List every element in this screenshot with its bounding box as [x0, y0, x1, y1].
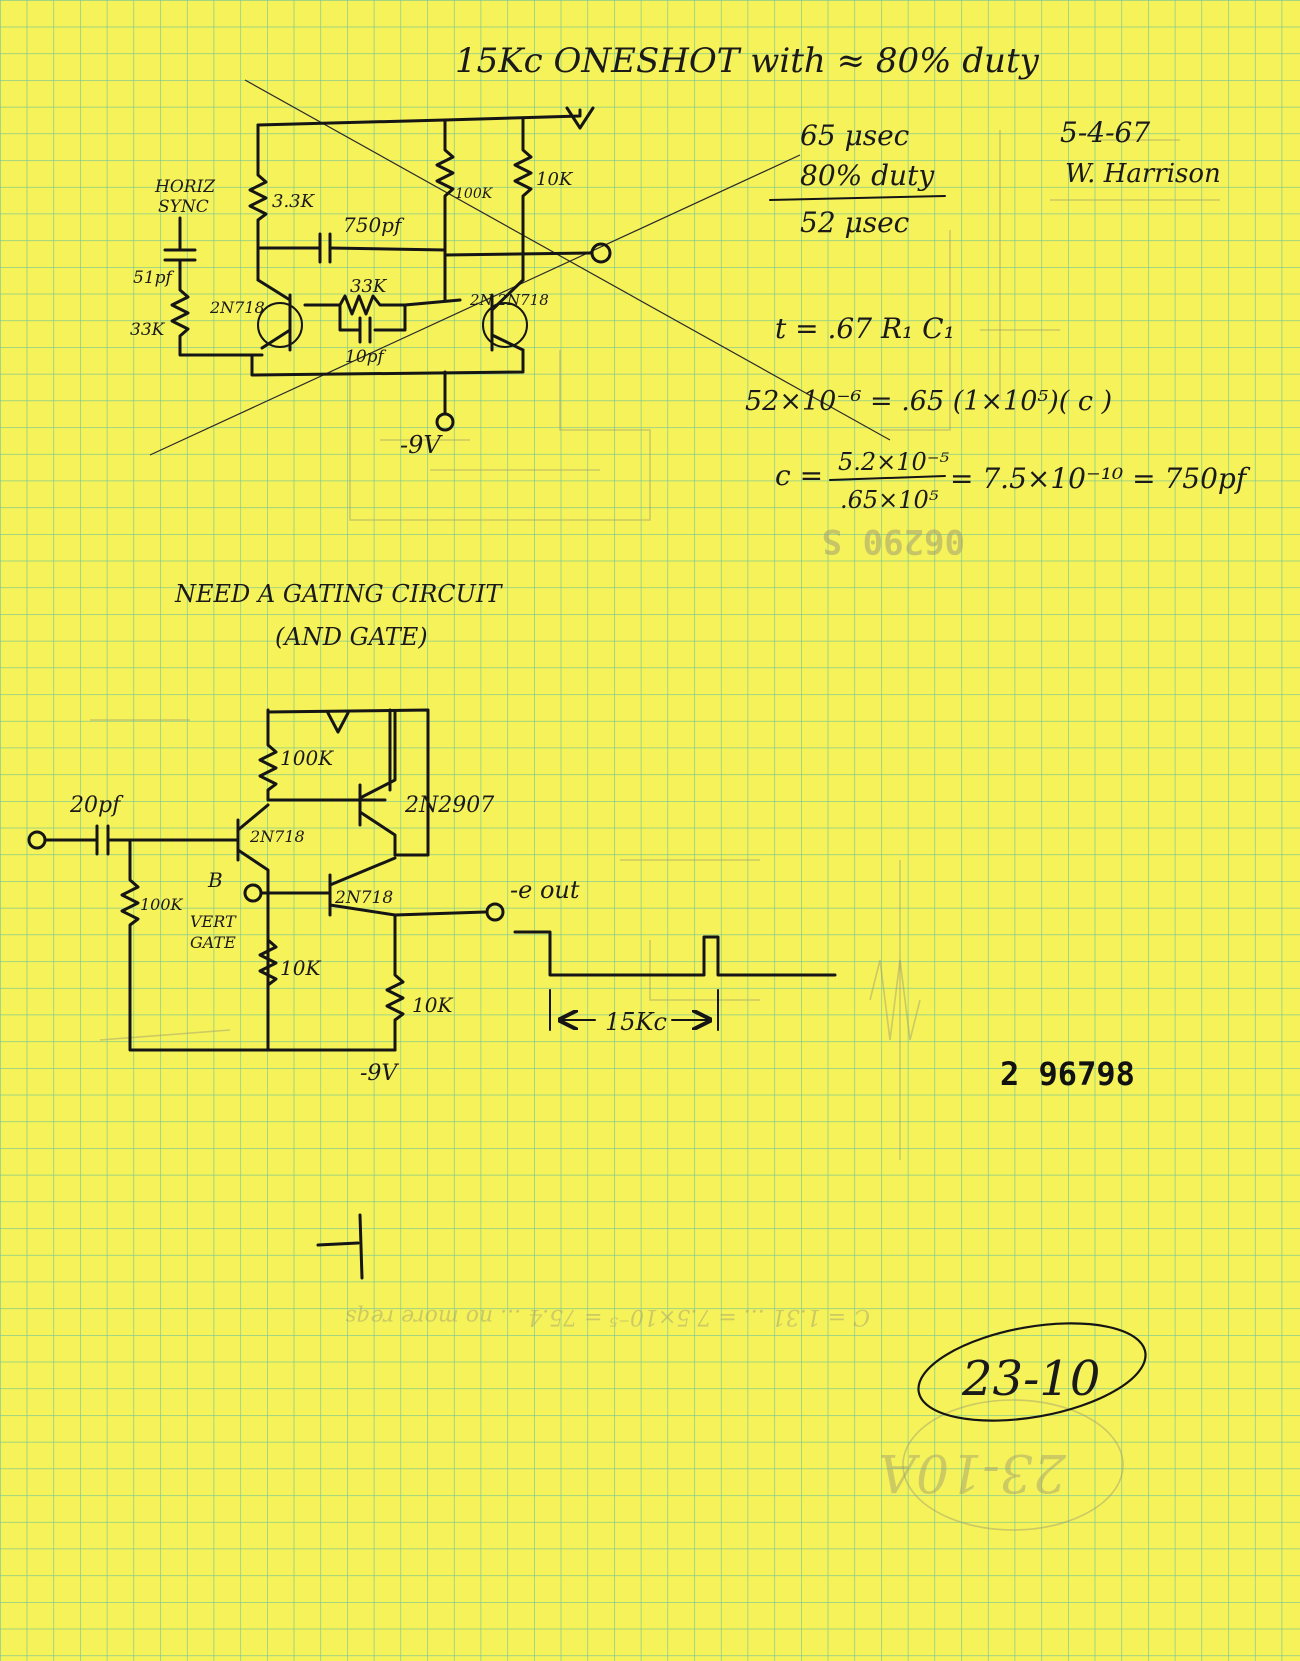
one-shot-labels: HORIZ SYNC 51pf 33K 3.3K 750pf 100K 10K …: [130, 169, 574, 459]
label-r2: 100K: [455, 186, 494, 202]
label-gate: GATE: [190, 933, 236, 952]
calc-substitution: 52×10⁻⁶ = .65 (1×10⁵)( c ): [745, 386, 1112, 417]
label-output: -e out: [510, 876, 580, 904]
calc-c-result: = 7.5×10⁻¹⁰ = 750pf: [950, 462, 1251, 495]
gate-note-line1: NEED A GATING CIRCUIT: [174, 580, 503, 608]
calc-period: 65 μsec: [800, 119, 910, 152]
label-r4-2: 10K: [412, 993, 453, 1017]
label-c-in: 51pf: [133, 268, 175, 288]
reverse-side-bleed: 23-10A C = 1.31 ... = 7.5×10⁻⁵ = 75.4 ..…: [90, 130, 1220, 1531]
and-gate-schematic: [27, 708, 505, 1052]
calc-c-label: c =: [775, 459, 823, 492]
label-q2-2: 2N2907: [404, 793, 494, 818]
timing-calculation: 65 μsec 80% duty 52 μsec t = .67 R₁ C₁ 5…: [745, 119, 1251, 514]
label-r1: 3.3K: [272, 191, 316, 212]
label-r3-2: 10K: [280, 956, 321, 980]
circled-page-id: 23-10: [961, 1351, 1100, 1407]
stray-mark: [316, 1213, 364, 1280]
page-author: W. Harrison: [1065, 159, 1221, 189]
calc-formula: t = .67 R₁ C₁: [775, 312, 955, 345]
one-shot-schematic: [163, 106, 612, 432]
calc-c-denominator: .65×10⁵: [840, 486, 939, 514]
gate-note-line2: (AND GATE): [275, 623, 428, 651]
label-q2: 2N 2N718: [469, 291, 549, 309]
ghost-stamp: 06290 S: [822, 521, 965, 561]
label-horiz: HORIZ: [154, 177, 216, 197]
page-date: 5-4-67: [1060, 116, 1150, 149]
supply-arrow-symbol: [565, 106, 595, 130]
label-c1: 750pf: [343, 213, 405, 237]
label-c-in-2: 20pf: [69, 793, 124, 818]
label-r2-2: 100K: [140, 895, 184, 914]
strike-line-a: [244, 79, 891, 441]
calc-fraction-bar: [829, 475, 946, 481]
label-r3: 10K: [536, 169, 574, 190]
strike-line-b: [149, 154, 801, 456]
label-supply1: -9V: [400, 431, 443, 459]
calc-duty: 80% duty: [800, 159, 935, 192]
label-vert: VERT: [190, 912, 237, 931]
label-q1: 2N718: [209, 298, 265, 317]
page-id-circle: [917, 1322, 1147, 1422]
label-r4: 33K: [350, 276, 388, 297]
label-sync: SYNC: [158, 197, 209, 217]
svg-text:C = 1.31 ... = 7.5×10⁻⁵ = 75.4: C = 1.31 ... = 7.5×10⁻⁵ = 75.4 ... no mo…: [345, 1304, 870, 1329]
label-supply2: -9V: [360, 1061, 399, 1086]
label-q1-2: 2N718: [249, 827, 305, 846]
output-waveform: 15Kc: [513, 930, 837, 1036]
label-r1-2: 100K: [280, 746, 334, 770]
stamp-number: 2 96798: [1000, 1055, 1135, 1093]
calc-result: 52 μsec: [800, 206, 910, 239]
calc-c-numerator: 5.2×10⁻⁵: [838, 448, 949, 476]
calc-rule: [769, 195, 946, 201]
supply-arrow-symbol-2: [326, 711, 350, 734]
label-freq: 15Kc: [605, 1008, 667, 1036]
label-gate-letter: B: [207, 868, 223, 892]
and-gate-labels: 20pf 100K 100K 10K 10K 2N718 2N2907 2N71…: [69, 746, 580, 1086]
label-q3-2: 2N718: [334, 888, 393, 908]
label-r-in: 33K: [130, 320, 166, 340]
label-c2: 10pf: [345, 347, 387, 367]
page-title: 15Kc ONESHOT with ≈ 80% duty: [455, 41, 1040, 81]
ghost-circled-id: 23-10A: [879, 1442, 1067, 1502]
output-terminal-2: [485, 902, 505, 922]
output-terminal: [590, 242, 612, 264]
